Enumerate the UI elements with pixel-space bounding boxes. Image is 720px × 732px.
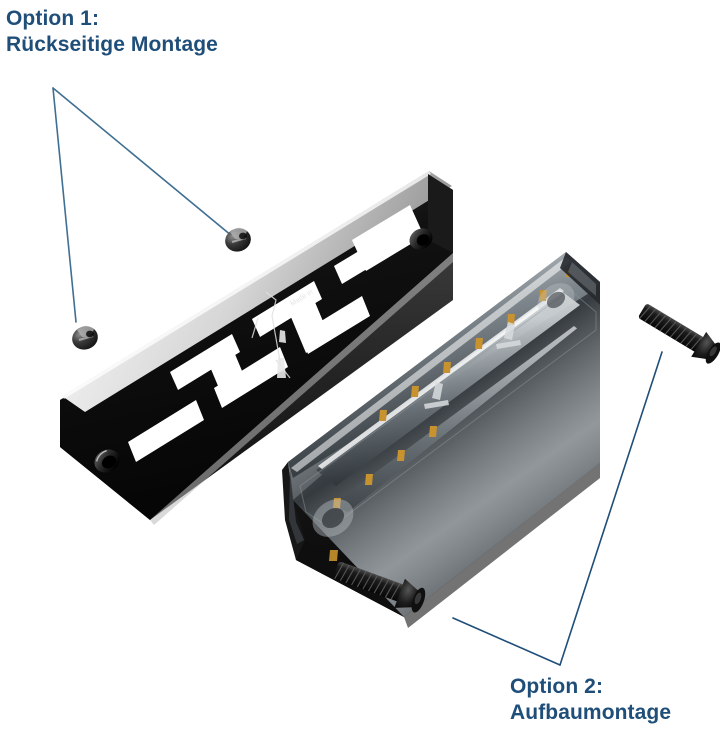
callout-option-1-line2: Rückseitige Montage: [6, 33, 218, 56]
mount-screw-lower: [72, 325, 98, 350]
mounting-bracket: LED-MARTIN VISION180 Made in: [60, 171, 453, 525]
bracket-mount-hole-right: [409, 228, 433, 250]
led-chips-upper: [379, 290, 547, 421]
callout-option-2: Option 2: Aufbaumontage: [510, 674, 671, 726]
lightbar-internal-clips: [424, 322, 521, 409]
callout-option-2-line1: Option 2:: [510, 675, 604, 698]
callout-option-2-line2: Aufbaumontage: [510, 701, 672, 724]
leader-lines-option-1: [52, 87, 233, 323]
callout-option-1: Option 1: Rückseitige Montage: [6, 6, 218, 58]
mount-screw-upper: [225, 227, 251, 252]
bracket-window-right: [352, 205, 424, 271]
leader-lines-option-2: [452, 351, 663, 666]
lightbar-right-optic: [537, 283, 575, 317]
bracket-center-glyph-fill: [277, 330, 286, 378]
bracket-mount-hole-left: [94, 449, 120, 473]
countersunk-screw-left: [333, 561, 426, 613]
countersunk-screw-right: [638, 304, 720, 364]
lightbar-left-optic: [312, 499, 354, 537]
callout-option-1-line1: Option 1:: [6, 7, 100, 30]
bracket-center-windows: [208, 295, 330, 405]
